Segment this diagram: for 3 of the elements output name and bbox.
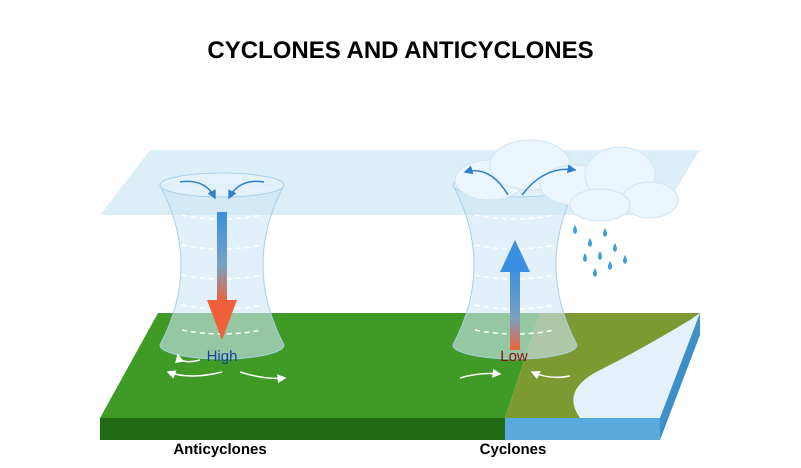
caption-label: Cyclones bbox=[480, 440, 546, 460]
caption-label: Anticyclones bbox=[173, 440, 267, 460]
title: CYCLONES AND ANTICYCLONES bbox=[206, 36, 595, 66]
